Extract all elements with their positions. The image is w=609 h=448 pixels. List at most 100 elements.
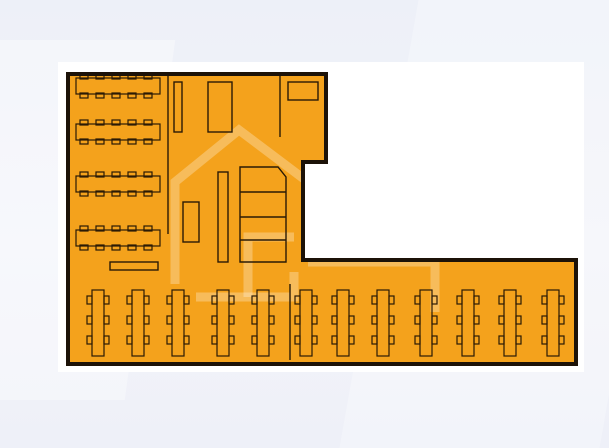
chair: [311, 315, 318, 325]
chair: [111, 138, 121, 145]
chair: [558, 315, 565, 325]
chair: [127, 244, 137, 251]
chair: [311, 295, 318, 305]
chair: [95, 225, 105, 232]
chair: [79, 225, 89, 232]
chair: [558, 335, 565, 345]
chair: [251, 335, 258, 345]
chair: [86, 295, 93, 305]
chair: [348, 335, 355, 345]
floor-area: [68, 74, 576, 364]
chair: [211, 335, 218, 345]
lower-workstations: [86, 289, 565, 357]
chair: [331, 295, 338, 305]
chair: [456, 335, 463, 345]
chair: [515, 315, 522, 325]
sofa: [182, 201, 200, 243]
chair: [166, 295, 173, 305]
chair: [473, 315, 480, 325]
chair: [143, 138, 153, 145]
chair: [183, 315, 190, 325]
chair: [79, 138, 89, 145]
outer-walls: [66, 72, 578, 366]
chair: [95, 190, 105, 197]
chair: [166, 315, 173, 325]
chair: [498, 335, 505, 345]
chair: [431, 315, 438, 325]
private-office-desk: [287, 81, 319, 101]
chair: [473, 335, 480, 345]
chair: [541, 335, 548, 345]
chair: [371, 295, 378, 305]
floor-plan-canvas: [58, 62, 584, 372]
storage-cabinet: [217, 171, 229, 263]
chair: [127, 119, 137, 126]
chair: [388, 335, 395, 345]
chair: [331, 315, 338, 325]
chair: [143, 244, 153, 251]
workstation-row: [75, 123, 161, 141]
chair: [79, 190, 89, 197]
chair: [268, 295, 275, 305]
chair: [126, 295, 133, 305]
chair: [95, 92, 105, 99]
chair: [228, 315, 235, 325]
chair: [111, 119, 121, 126]
chair: [143, 225, 153, 232]
chair: [86, 335, 93, 345]
chair: [294, 335, 301, 345]
chair: [79, 171, 89, 178]
desk-cluster: [207, 81, 233, 133]
workstation-row: [75, 175, 161, 193]
workstation-row: [75, 77, 161, 95]
chair: [414, 295, 421, 305]
chair: [515, 295, 522, 305]
chair: [541, 315, 548, 325]
chair: [143, 92, 153, 99]
chair: [371, 335, 378, 345]
chair: [126, 335, 133, 345]
meeting-room: [239, 166, 287, 263]
chair: [103, 315, 110, 325]
reception-counter: [109, 261, 159, 271]
chair: [95, 138, 105, 145]
chair: [79, 119, 89, 126]
chair: [95, 244, 105, 251]
chair: [111, 244, 121, 251]
chair: [515, 335, 522, 345]
chair: [126, 315, 133, 325]
chair: [103, 295, 110, 305]
chair: [558, 295, 565, 305]
chair: [414, 335, 421, 345]
chair: [143, 171, 153, 178]
chair: [143, 315, 150, 325]
interior-partitions: [109, 74, 319, 271]
chair: [111, 92, 121, 99]
floor-plan: [66, 72, 578, 366]
chair: [456, 315, 463, 325]
workstation-row: [75, 229, 161, 247]
chair: [311, 335, 318, 345]
chair: [143, 119, 153, 126]
chair: [473, 295, 480, 305]
chair: [127, 92, 137, 99]
chair: [268, 335, 275, 345]
chair: [456, 295, 463, 305]
chair: [183, 295, 190, 305]
chair: [143, 295, 150, 305]
chair: [211, 295, 218, 305]
chair: [111, 190, 121, 197]
chair: [251, 315, 258, 325]
chair: [414, 315, 421, 325]
chair: [127, 171, 137, 178]
chair: [388, 295, 395, 305]
chair: [228, 335, 235, 345]
chair: [86, 315, 93, 325]
chair: [431, 335, 438, 345]
chair: [183, 335, 190, 345]
chair: [294, 295, 301, 305]
chair: [143, 335, 150, 345]
chair: [211, 315, 218, 325]
chair: [268, 315, 275, 325]
